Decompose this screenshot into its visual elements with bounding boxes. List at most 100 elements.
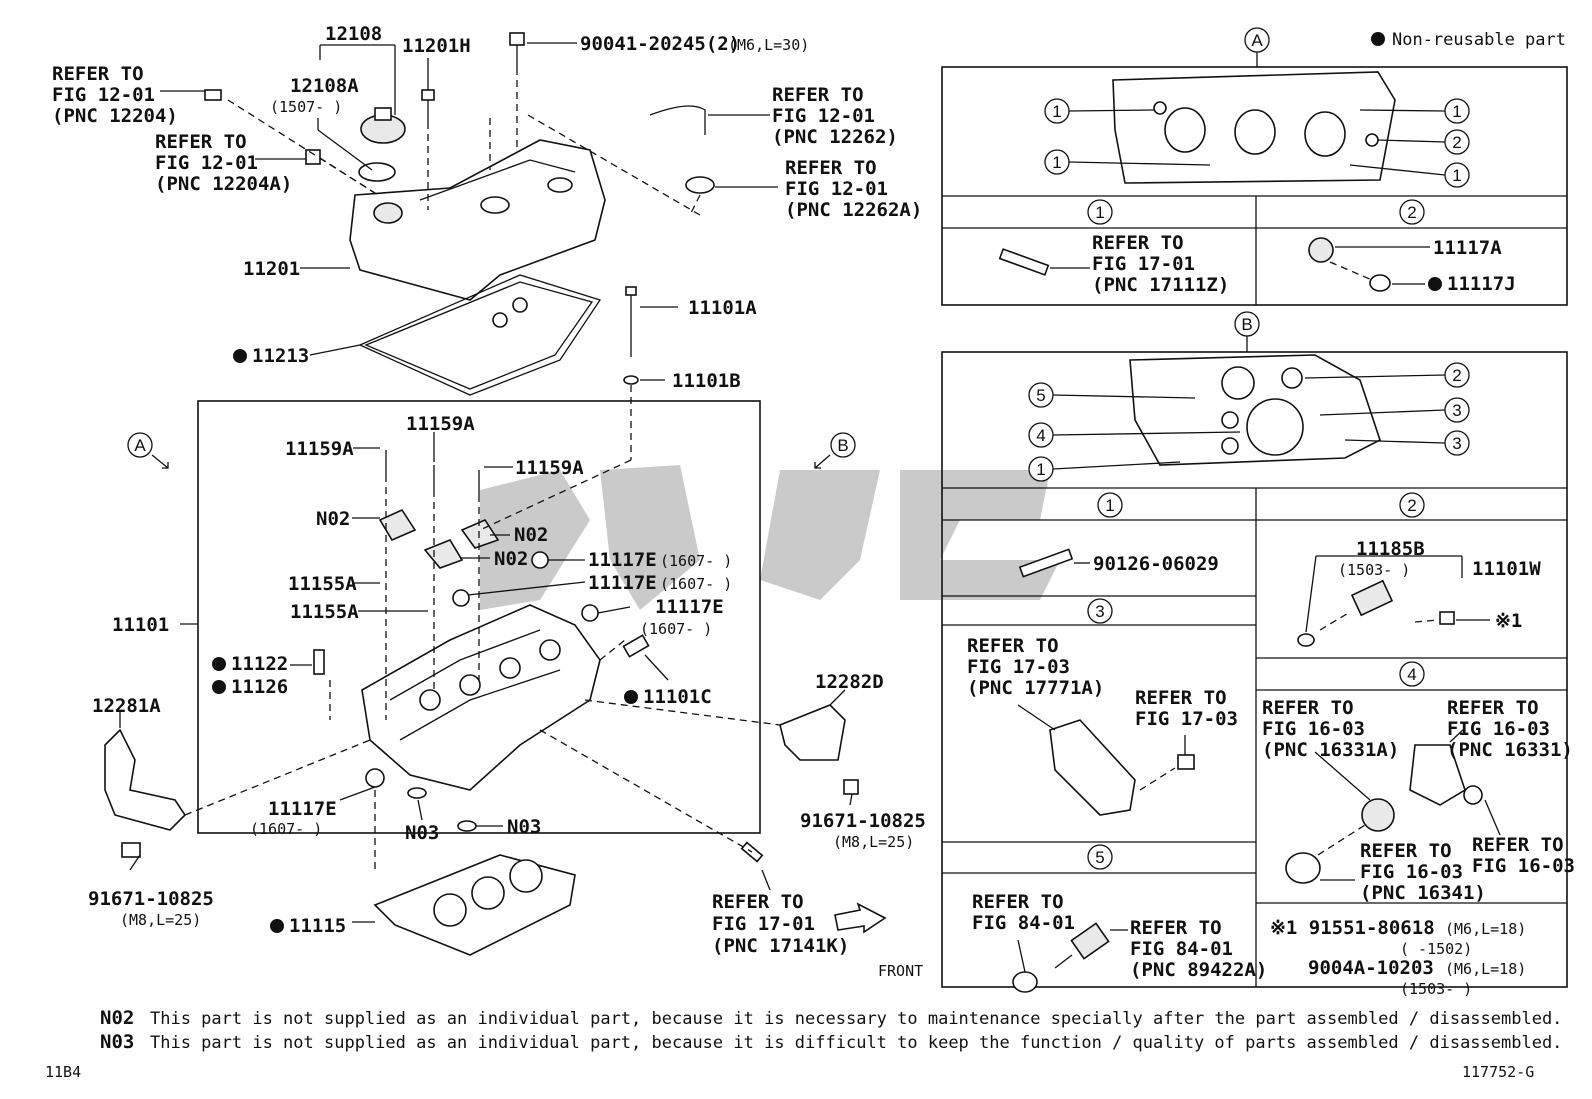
refer-8401-label: REFER TO [972,891,1064,913]
legend-text: Non-reusable part [1392,30,1566,50]
refer-16341-pnc: (PNC 16341) [1360,882,1486,904]
label-11201h: 11201H [402,35,471,57]
svg-text:1: 1 [1052,153,1061,172]
label-11117e-3: 11117E [655,596,724,618]
refer-17771a-pnc: (PNC 17771A) [967,677,1104,699]
non-reusable-11126 [212,680,226,694]
label-90126: 90126-06029 [1093,553,1219,575]
thermostat [1285,727,1501,884]
label-n02-1: N02 [316,508,350,530]
refer-1603-fig: FIG 16-03 [1472,855,1575,877]
label-11201: 11201 [243,258,300,280]
label-11159a-1: 11159A [285,438,354,460]
refer-16331-fig: FIG 16-03 [1447,718,1550,740]
refer-12262-pnc: (PNC 12262) [772,126,898,148]
refer-17111z-fig: FIG 17-01 [1092,253,1195,275]
head-cover-gasket [358,274,602,396]
section-b-box [941,351,1568,988]
svg-text:3: 3 [1452,401,1461,420]
stud-90126 [1018,548,1090,578]
refer-12204-label: REFER TO [52,63,144,85]
label-11117e-1-range: (1607- ) [660,552,732,570]
label-k2-spec: (M6,L=18) [1445,960,1526,978]
label-11117a: 11117A [1433,237,1502,259]
refer-16341-label: REFER TO [1360,840,1452,862]
hose-12262 [649,105,715,194]
refer-16341-fig: FIG 16-03 [1360,861,1463,883]
refer-1703-label: REFER TO [1135,687,1227,709]
label-11117e-3-range: (1607- ) [640,620,712,638]
svg-text:5: 5 [1036,386,1045,405]
refer-12204-fig: FIG 12-01 [52,84,155,106]
label-11185b: 11185B [1356,538,1425,560]
svg-text:A: A [1251,31,1263,50]
leader-lines [119,42,853,923]
refer-12204a-label: REFER TO [155,131,247,153]
front-label: FRONT [878,962,923,980]
temp-sensor [1012,922,1128,993]
front-arrow [834,902,887,934]
label-90041: 90041-20245(2) [580,33,740,55]
refer-89422a-label: REFER TO [1130,917,1222,939]
label-11213: 11213 [252,345,309,367]
stud-a1 [998,248,1090,276]
refer-89422a-fig: FIG 84-01 [1130,938,1233,960]
label-11122: 11122 [231,653,288,675]
note-n02-text: This part is not supplied as an individu… [150,1009,1562,1029]
refer-12262-fig: FIG 12-01 [772,105,875,127]
refer-17141k-pnc: (PNC 17141K) [712,935,849,957]
label-91671-right: 91671-10825 [800,810,926,832]
svg-text:2: 2 [1407,203,1416,222]
label-k2-part: 9004A-10203 [1308,957,1434,979]
svg-text:5: 5 [1095,848,1104,867]
head-view-a [1112,71,1396,184]
bracket-17771a [1017,704,1195,816]
note-n03-text: This part is not supplied as an individu… [150,1033,1562,1053]
label-11117e-1: 11117E [588,549,657,571]
oil-filler-cap [358,107,406,182]
plug-12204 [204,89,321,165]
label-11117e-4-range: (1607- ) [250,820,322,838]
svg-text:2: 2 [1452,366,1461,385]
label-11101: 11101 [112,614,169,636]
svg-text:1: 1 [1452,102,1461,121]
refer-12204-pnc: (PNC 12204) [52,105,178,127]
label-12108a: 12108A [290,75,359,97]
label-12281a: 12281A [92,695,161,717]
refer-16331a-fig: FIG 16-03 [1262,718,1365,740]
label-12108: 12108 [325,23,382,45]
svg-text:B: B [1241,315,1252,334]
label-11101a: 11101A [688,297,757,319]
svg-text:2: 2 [1452,133,1461,152]
marker-b-main: B [814,432,856,469]
label-11126: 11126 [231,676,288,698]
refer-1703-fig: FIG 17-03 [1135,708,1238,730]
refer-12262a-pnc: (PNC 12262A) [785,199,922,221]
non-reusable-11213 [233,349,247,363]
refer-17771a-label: REFER TO [967,635,1059,657]
callouts-a: 1 1 1 2 1 1 2 [1044,98,1470,225]
note-n02-code: N02 [100,1007,134,1029]
svg-text:2: 2 [1407,496,1416,515]
label-n02-2: N02 [514,524,548,546]
bracket-12281a [104,728,187,858]
bolt-90041 [509,32,525,68]
svg-text:B: B [837,436,848,455]
label-11101w: 11101W [1472,558,1541,580]
head-view-b [1129,354,1381,466]
svg-text:A: A [134,436,146,455]
sensor-11185b [1297,555,1490,647]
label-kome1: ※1 [1495,610,1522,632]
label-n02-3: N02 [494,548,528,570]
footer-left: 11B4 [45,1063,81,1081]
non-reusable-11122 [212,657,226,671]
refer-12262a-label: REFER TO [785,157,877,179]
marker-a-main: A [127,432,169,469]
non-reusable-11101c [624,690,638,704]
watermark [480,465,1060,610]
small-bolts [365,450,599,832]
footer-right: 117752-G [1462,1063,1534,1081]
dowel-pin-11122 [313,649,325,675]
refer-17771a-fig: FIG 17-03 [967,656,1070,678]
